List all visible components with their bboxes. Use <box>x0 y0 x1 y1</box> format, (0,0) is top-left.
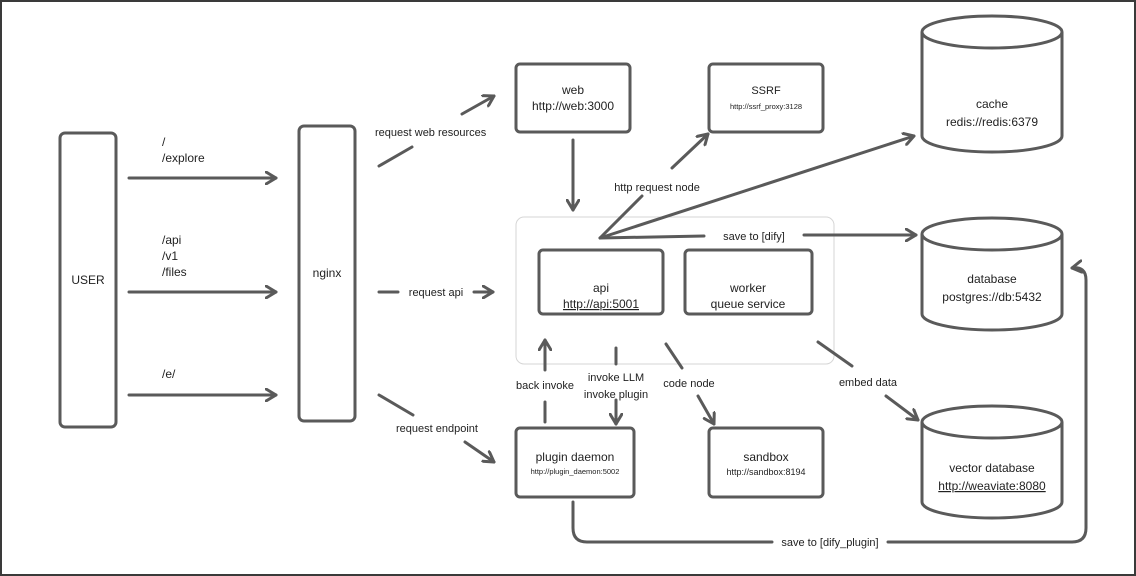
route-web-1: /explore <box>162 151 205 165</box>
label-embed-data: embed data <box>839 377 898 389</box>
edge-nginx-web-a <box>377 145 414 168</box>
api-node[interactable]: api http://api:5001 <box>537 248 665 316</box>
label-http-request-node: http request node <box>614 182 700 194</box>
edge-api-db-a <box>598 234 706 240</box>
web-url: http://web:3000 <box>532 99 614 113</box>
ssrf-label: SSRF <box>751 85 781 97</box>
web-node[interactable]: web http://web:3000 <box>514 62 632 134</box>
edge-nginx-plugin-b <box>463 440 496 464</box>
edge-embed-a <box>816 340 854 368</box>
label-request-web-resources: request web resources <box>375 127 487 139</box>
ssrf-url: http://ssrf_proxy:3128 <box>730 102 802 111</box>
route-api-1: /v1 <box>162 249 178 263</box>
edge-api-ssrf-b <box>670 132 710 170</box>
database-url: postgres://db:5432 <box>942 290 1042 304</box>
ssrf-node[interactable]: SSRF http://ssrf_proxy:3128 <box>707 62 825 134</box>
label-save-to-dify-plugin: save to [dify_plugin] <box>781 537 878 549</box>
vector-database-label: vector database <box>949 461 1035 475</box>
edge-plugin-db-a <box>571 500 774 544</box>
worker-label: worker <box>729 281 766 295</box>
label-code-node: code node <box>663 378 714 390</box>
route-api-2: /files <box>162 265 187 279</box>
edge-api-ssrf-a <box>598 194 644 240</box>
sandbox-label: sandbox <box>743 450 788 464</box>
label-invoke-plugin: invoke plugin <box>584 389 648 401</box>
cache-cylinder[interactable]: cache redis://redis:6379 <box>920 14 1064 154</box>
database-label: database <box>967 272 1017 286</box>
edge-embed-b <box>884 394 920 422</box>
worker-node[interactable]: worker queue service <box>683 248 814 316</box>
vector-database-url: http://weaviate:8080 <box>938 479 1046 493</box>
route-endpoint-0: /e/ <box>162 367 176 381</box>
user-label: USER <box>71 273 105 287</box>
user-node[interactable]: USER <box>58 131 118 429</box>
nginx-label: nginx <box>313 266 342 280</box>
plugin-daemon-node[interactable]: plugin daemon http://plugin_daemon:5002 <box>514 426 636 499</box>
api-url: http://api:5001 <box>563 297 639 311</box>
label-request-api: request api <box>409 287 463 299</box>
cache-label: cache <box>976 97 1008 111</box>
edge-code-node-a <box>664 342 684 370</box>
edge-api-cache <box>598 136 916 240</box>
sandbox-url: http://sandbox:8194 <box>726 467 805 477</box>
vector-database-cylinder[interactable]: vector database http://weaviate:8080 <box>920 404 1064 520</box>
label-save-to-dify: save to [dify] <box>723 231 785 243</box>
web-label: web <box>561 83 584 97</box>
edge-nginx-web-b <box>460 96 496 116</box>
edge-plugin-db-b <box>886 268 1088 544</box>
database-cylinder[interactable]: database postgres://db:5432 <box>920 216 1064 332</box>
nginx-node[interactable]: nginx <box>297 124 357 423</box>
api-worker-group <box>515 216 835 365</box>
label-back-invoke: back invoke <box>516 380 574 392</box>
route-api-0: /api <box>162 233 181 247</box>
cache-url: redis://redis:6379 <box>946 115 1038 129</box>
edge-code-node-b <box>696 394 714 426</box>
route-web-0: / <box>162 135 166 149</box>
plugin-daemon-label: plugin daemon <box>536 450 615 464</box>
edge-nginx-plugin-a <box>377 393 415 417</box>
sandbox-node[interactable]: sandbox http://sandbox:8194 <box>707 426 825 499</box>
worker-sub: queue service <box>711 297 786 311</box>
api-label: api <box>593 281 609 295</box>
label-invoke-llm: invoke LLM <box>588 372 644 384</box>
label-request-endpoint: request endpoint <box>396 423 478 435</box>
plugin-daemon-url: http://plugin_daemon:5002 <box>531 467 620 476</box>
